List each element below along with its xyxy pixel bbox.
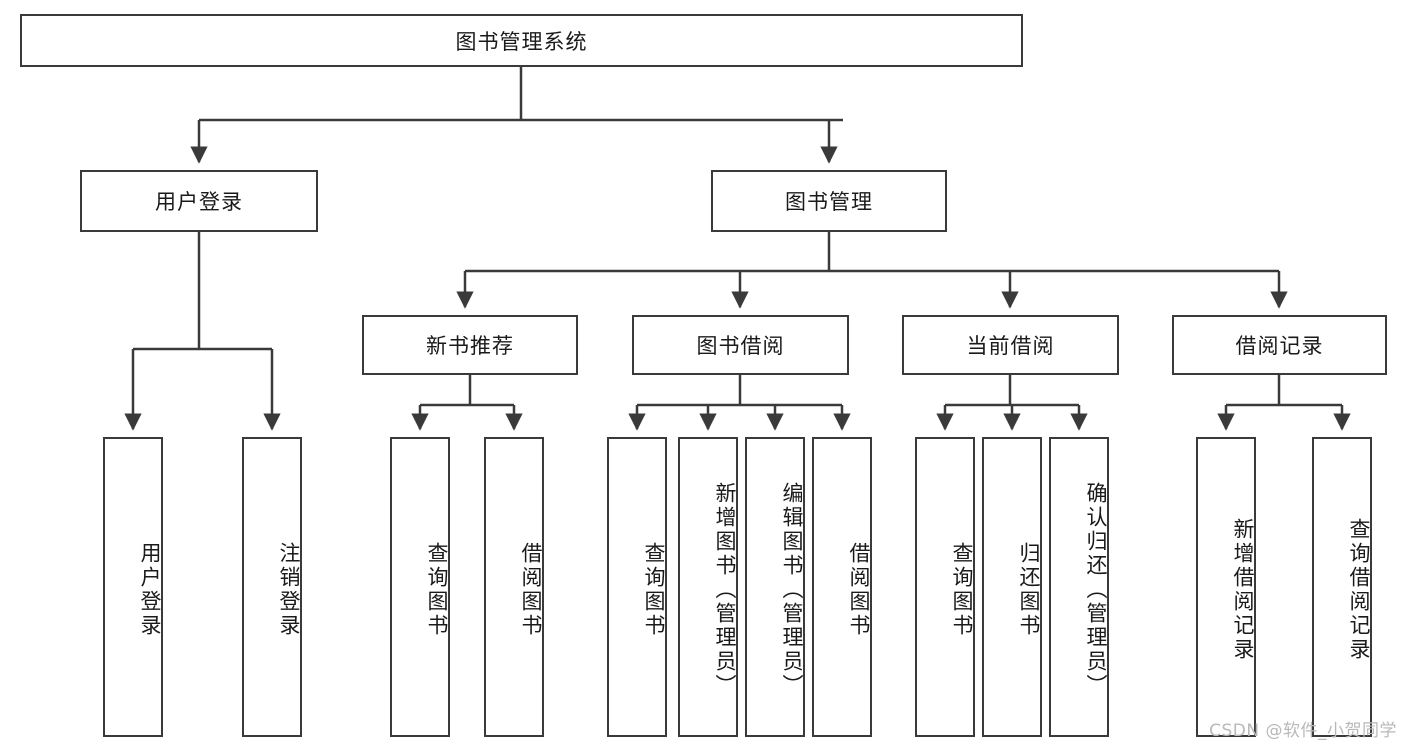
node-book-manage[interactable]: 图书管理 xyxy=(711,170,947,232)
node-label: 查询图书 xyxy=(642,542,666,638)
node-current-borrow[interactable]: 当前借阅 xyxy=(902,315,1119,375)
node-leaf-query-book-c[interactable]: 查询图书 xyxy=(915,437,975,737)
node-label: 图书管理系统 xyxy=(455,29,588,54)
node-leaf-borrow-book-rec[interactable]: 借阅图书 xyxy=(484,437,544,737)
node-book-borrow[interactable]: 图书借阅 xyxy=(632,315,849,375)
node-leaf-user-login[interactable]: 用户登录 xyxy=(103,437,163,737)
node-leaf-query-book-b[interactable]: 查询图书 xyxy=(607,437,667,737)
node-label: 借阅图书 xyxy=(847,542,871,638)
node-borrow-record[interactable]: 借阅记录 xyxy=(1172,315,1387,375)
node-label: 注销登录 xyxy=(277,542,301,638)
csdn-watermark: CSDN @软件_小贺同学 xyxy=(1209,721,1397,741)
node-leaf-add-book[interactable]: 新增图书（管理员） xyxy=(678,437,738,737)
node-leaf-query-book-rec[interactable]: 查询图书 xyxy=(390,437,450,737)
node-label: 当前借阅 xyxy=(966,334,1055,358)
node-root[interactable]: 图书管理系统 xyxy=(20,14,1023,67)
node-label: 借阅记录 xyxy=(1235,334,1324,358)
node-label: 借阅图书 xyxy=(519,542,543,638)
node-leaf-add-record[interactable]: 新增借阅记录 xyxy=(1196,437,1256,737)
node-leaf-borrow-book-b[interactable]: 借阅图书 xyxy=(812,437,872,737)
node-leaf-edit-book[interactable]: 编辑图书（管理员） xyxy=(745,437,805,737)
node-label: 图书管理 xyxy=(785,190,873,214)
node-label: 新增借阅记录 xyxy=(1231,518,1255,662)
node-label: 编辑图书（管理员） xyxy=(780,482,804,698)
node-leaf-return-book[interactable]: 归还图书 xyxy=(982,437,1042,737)
node-new-book-rec[interactable]: 新书推荐 xyxy=(362,315,578,375)
node-label: 新书推荐 xyxy=(426,334,514,358)
node-label: 用户登录 xyxy=(138,542,162,638)
node-leaf-confirm-return[interactable]: 确认归还（管理员） xyxy=(1049,437,1109,737)
node-label: 图书借阅 xyxy=(696,334,785,358)
node-leaf-query-record[interactable]: 查询借阅记录 xyxy=(1312,437,1372,737)
node-label: 确认归还（管理员） xyxy=(1084,482,1108,698)
node-label: 查询借阅记录 xyxy=(1347,518,1371,662)
node-label: 新增图书（管理员） xyxy=(713,482,737,698)
node-label: 查询图书 xyxy=(425,542,449,638)
node-label: 用户登录 xyxy=(155,190,243,214)
node-label: 归还图书 xyxy=(1017,542,1041,638)
node-label: 查询图书 xyxy=(950,542,974,638)
node-leaf-user-logout[interactable]: 注销登录 xyxy=(242,437,302,737)
node-user-login[interactable]: 用户登录 xyxy=(80,170,318,232)
